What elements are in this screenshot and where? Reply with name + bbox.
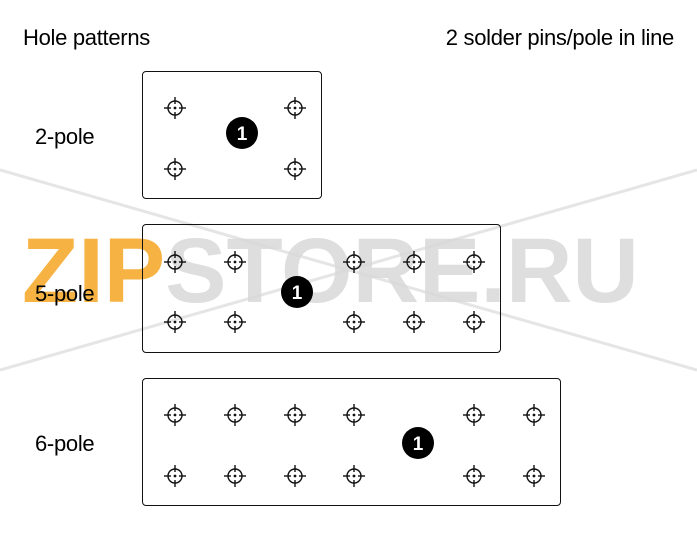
solder-hole-icon	[343, 311, 365, 333]
badge-6-pole: 1	[402, 427, 434, 459]
badge-circle	[402, 427, 434, 459]
solder-hole-icon	[463, 251, 485, 273]
watermark-text-rest: STORE.RU	[165, 220, 639, 322]
badge-number: 1	[237, 124, 248, 145]
solder-hole-icon	[224, 465, 246, 487]
label-2-pole: 2-pole	[35, 124, 95, 149]
solder-hole-icon	[284, 404, 306, 426]
badge-5-pole: 1	[281, 276, 313, 308]
solder-hole-icon	[224, 251, 246, 273]
solder-hole-icon	[224, 404, 246, 426]
solder-hole-icon	[284, 97, 306, 119]
solder-hole-icon	[343, 465, 365, 487]
label-5-pole: 5-pole	[35, 281, 95, 306]
watermark-diagonal-lines	[0, 168, 697, 372]
solder-hole-icon	[343, 251, 365, 273]
badge-number: 1	[292, 283, 303, 304]
watermark-text-accent: ZIP	[22, 220, 165, 322]
solder-hole-icon	[164, 158, 186, 180]
solder-hole-icon	[284, 465, 306, 487]
solder-hole-icon	[164, 311, 186, 333]
pattern-6-pole-outline	[142, 378, 561, 506]
pattern-2-pole-outline	[142, 71, 322, 199]
solder-hole-icon	[164, 465, 186, 487]
badge-2-pole: 1	[226, 117, 258, 149]
solder-hole-icon	[523, 465, 545, 487]
solder-hole-icon	[164, 404, 186, 426]
solder-hole-icon	[463, 311, 485, 333]
solder-hole-icon	[463, 465, 485, 487]
badge-circle	[226, 117, 258, 149]
solder-hole-icon	[403, 251, 425, 273]
solder-hole-icon	[463, 404, 485, 426]
pin-configuration-title: 2 solder pins/pole in line	[445, 25, 675, 50]
badge-number: 1	[413, 434, 424, 455]
solder-hole-icon	[343, 404, 365, 426]
solder-hole-icon	[164, 251, 186, 273]
pattern-5-pole-outline	[142, 224, 501, 353]
label-6-pole: 6-pole	[35, 431, 95, 456]
solder-hole-icon	[224, 311, 246, 333]
solder-hole-icon	[523, 404, 545, 426]
badge-circle	[281, 276, 313, 308]
solder-hole-icon	[403, 311, 425, 333]
watermark-text: ZIPSTORE.RU	[22, 220, 639, 322]
solder-hole-icon	[284, 158, 306, 180]
solder-hole-icon	[164, 97, 186, 119]
page-title: Hole patterns	[23, 25, 150, 50]
